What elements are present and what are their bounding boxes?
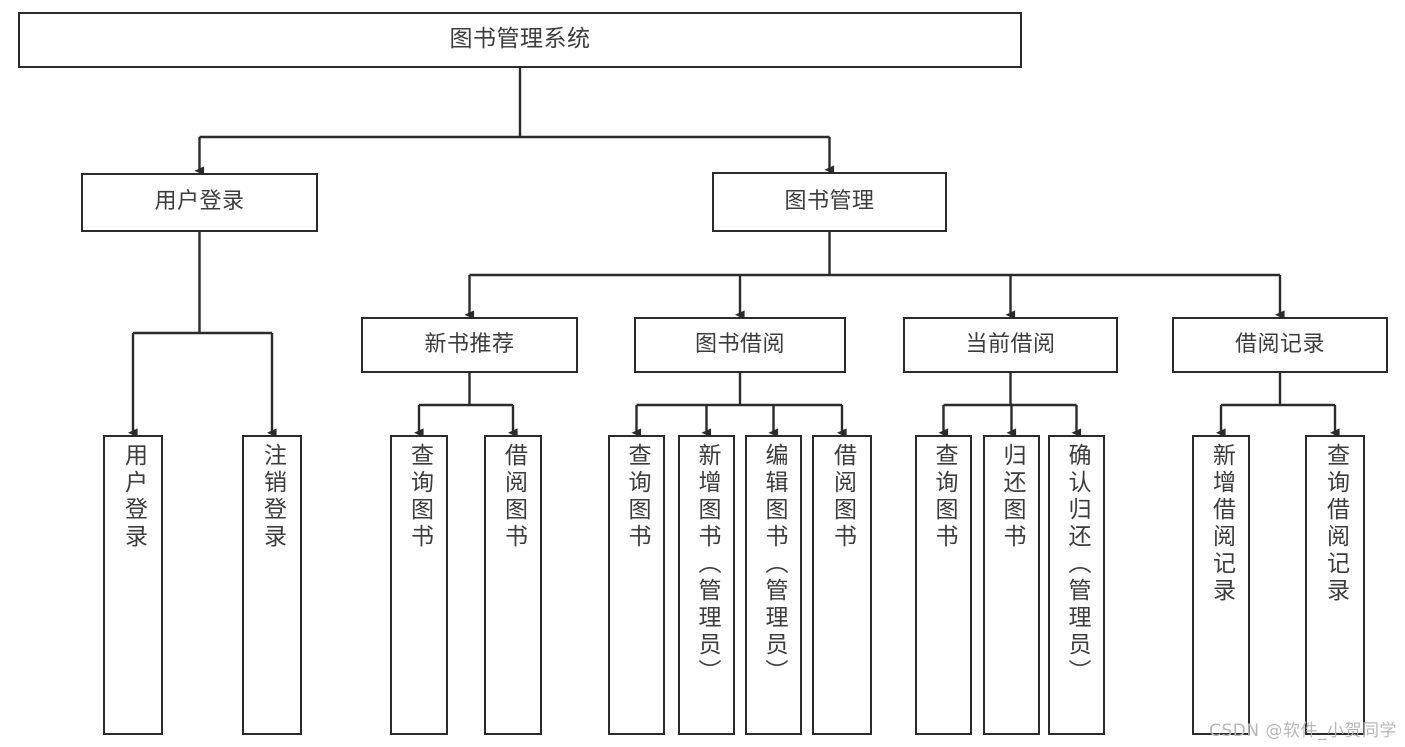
node-label: 图书管理	[784, 188, 875, 214]
node-label: 查询图书	[406, 443, 433, 551]
node-leaf-cb-return[interactable]: 归还图书	[983, 435, 1040, 735]
node-label: 编辑图书（管理员）	[761, 443, 787, 686]
node-label: 新增图书（管理员）	[694, 443, 720, 686]
node-book-manage[interactable]: 图书管理	[712, 172, 947, 232]
node-label: 归还图书	[999, 443, 1025, 551]
node-label: 确认归还（管理员）	[1064, 443, 1090, 686]
node-label: 查询图书	[624, 443, 650, 551]
node-leaf-bb-add[interactable]: 新增图书（管理员）	[678, 435, 735, 735]
node-leaf-bb-query[interactable]: 查询图书	[608, 435, 665, 735]
node-label: 新增借阅记录	[1208, 443, 1235, 605]
node-label: 用户登录	[154, 189, 245, 215]
node-borrow-record[interactable]: 借阅记录	[1172, 317, 1388, 373]
node-leaf-br-add[interactable]: 新增借阅记录	[1192, 435, 1250, 735]
node-label: 图书借阅	[694, 331, 785, 357]
node-leaf-br-query[interactable]: 查询借阅记录	[1305, 435, 1365, 735]
node-label: 借阅图书	[829, 443, 856, 551]
node-book-borrow[interactable]: 图书借阅	[634, 317, 846, 373]
node-leaf-bb-borrow[interactable]: 借阅图书	[812, 435, 872, 735]
node-label: 查询图书	[931, 443, 957, 551]
node-leaf-user-login[interactable]: 用户登录	[103, 435, 163, 735]
node-label: 借阅图书	[500, 443, 527, 551]
node-label: 图书管理系统	[449, 26, 591, 53]
csdn-watermark: CSDN @软件_小贺同学	[1209, 721, 1397, 741]
node-leaf-cb-confirm[interactable]: 确认归还（管理员）	[1048, 435, 1105, 735]
node-label: 新书推荐	[424, 331, 515, 357]
node-label: 注销登录	[259, 443, 286, 551]
node-label: 当前借阅	[965, 331, 1056, 357]
node-label: 查询借阅记录	[1322, 443, 1349, 605]
node-current-borrow[interactable]: 当前借阅	[903, 317, 1118, 373]
node-leaf-rec-borrow[interactable]: 借阅图书	[484, 435, 542, 735]
node-root[interactable]: 图书管理系统	[18, 12, 1022, 68]
node-leaf-rec-query[interactable]: 查询图书	[390, 435, 448, 735]
node-leaf-bb-edit[interactable]: 编辑图书（管理员）	[745, 435, 802, 735]
node-user-login[interactable]: 用户登录	[81, 173, 318, 232]
node-leaf-user-logout[interactable]: 注销登录	[242, 435, 302, 735]
node-label: 借阅记录	[1234, 331, 1325, 357]
node-leaf-cb-query[interactable]: 查询图书	[915, 435, 972, 735]
node-new-book-rec[interactable]: 新书推荐	[361, 317, 578, 373]
node-label: 用户登录	[120, 443, 147, 551]
